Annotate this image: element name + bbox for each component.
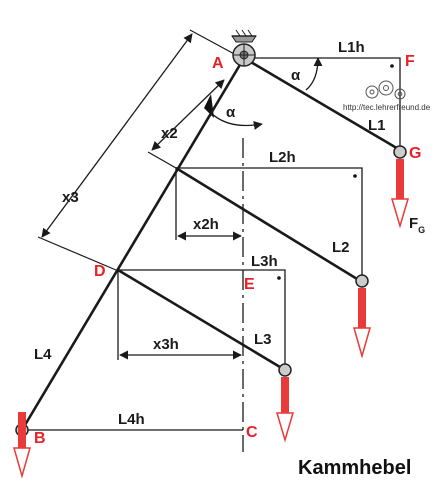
point-label-e: E [244,276,255,293]
x2-ext-bottom [147,151,177,169]
point-label-g: G [409,145,421,162]
label-alpha-lower: α [226,104,236,121]
point-label-c: C [246,424,258,441]
label-l1: L1 [368,117,386,134]
point-label-a: A [212,55,224,72]
x3-dimension [41,33,193,238]
label-alpha-top: α [291,67,301,84]
lever-arm-l3 [117,268,286,372]
lever-main-arm [20,57,246,431]
label-x2: x2 [161,125,178,142]
joint-l2-end [355,274,369,288]
gear-logo-icon [365,80,406,100]
right-angle-dot-f [390,64,394,68]
l2h-line [176,167,363,275]
label-l2h: L2h [269,149,296,166]
force-arrow-l2 [353,288,371,359]
label-l4h: L4h [118,411,145,428]
label-l2: L2 [332,239,350,256]
right-angle-dot-l2 [353,174,357,178]
force-arrow-g [390,159,410,229]
force-symbol: F [409,215,418,232]
label-l1h: L1h [338,39,365,56]
force-arrow-l3 [275,377,295,443]
joint-g [393,145,407,159]
label-force: FG [409,215,425,235]
lever-arm-l2 [175,166,363,284]
label-x2h: x2h [193,216,219,233]
lever-arm-l1 [243,56,401,152]
label-x3: x3 [62,189,79,206]
label-l3: L3 [254,331,272,348]
joint-l3-end [278,363,292,377]
point-label-b: B [34,430,46,447]
label-l3h: L3h [251,253,278,270]
pivot-bearing [231,29,257,67]
x3-ext-bottom [37,236,117,271]
force-subscript: G [418,225,425,235]
label-x3h: x3h [153,336,179,353]
point-label-d: D [94,263,106,280]
label-l4: L4 [34,346,52,363]
watermark-url: http://tec.lehrerfreund.de [343,103,431,112]
l1h-line [244,57,401,150]
angle-arc-alpha-lower [209,111,263,130]
x2-dimension [151,79,225,151]
force-arrow-b [13,412,31,479]
point-label-f: F [405,53,415,70]
x3-ext-top [189,29,239,57]
diagram-title: Kammhebel [298,457,411,479]
angle-arc-alpha-top [305,57,323,91]
right-angle-dot-e [277,276,281,280]
l3h-line [118,269,286,368]
